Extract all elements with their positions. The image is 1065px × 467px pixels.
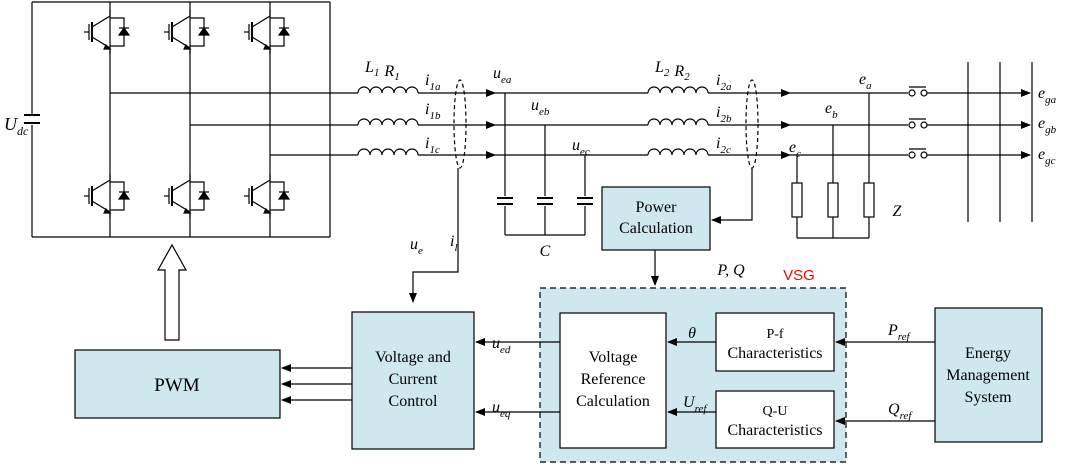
label-ue: ue: [410, 236, 423, 257]
label-ueq: ueq: [492, 399, 511, 420]
pwm-label: PWM: [154, 375, 200, 396]
label-i1c: i1c: [425, 135, 440, 156]
label-egb: egb: [1038, 115, 1057, 136]
label-ued: ued: [492, 335, 511, 356]
igbt-switch: [244, 174, 291, 218]
qu-line1: Q-U: [763, 404, 788, 419]
label-ec: ec: [789, 139, 801, 160]
vcc-line1: Voltage and: [375, 349, 451, 366]
label-i1a: i1a: [425, 72, 441, 93]
power-calc-line1: Power: [636, 199, 678, 216]
three-phase-lines: [357, 62, 1033, 239]
label-ega: ega: [1038, 85, 1057, 106]
pq-label: P, Q: [716, 262, 745, 279]
igbt-switch: [164, 10, 211, 54]
load-label: Z: [893, 203, 903, 220]
igbt-switch: [164, 174, 211, 218]
label-i1b: i1b: [425, 101, 441, 122]
label-i2c: i2c: [716, 135, 731, 156]
label-egc: egc: [1038, 146, 1056, 167]
inductor-l1-c: [357, 148, 419, 156]
feedback-lines: [409, 168, 753, 303]
ems-line2: Management: [946, 367, 1030, 384]
label-qref: Qref: [888, 401, 913, 422]
label-i2b: i2b: [716, 104, 732, 125]
vcc-line3: Control: [389, 393, 438, 410]
vcc-line2: Current: [389, 371, 438, 388]
control-signal-lines: [281, 338, 935, 425]
voltage-reference-block: [559, 312, 667, 449]
vref-line2: Reference: [581, 371, 646, 388]
pf-line2: Characteristics: [727, 345, 822, 362]
label-uea: uea: [493, 65, 512, 86]
igbt-switch: [244, 10, 291, 54]
vref-line3: Calculation: [576, 393, 650, 410]
inductor-l1-b: [357, 118, 419, 126]
qu-characteristics-block: [715, 390, 835, 449]
ems-line3: System: [964, 389, 1012, 406]
power-calculation-block: [601, 186, 711, 251]
ems-line1: Energy: [965, 345, 1011, 362]
energy-management-block: [934, 307, 1043, 443]
igbt-switch: [84, 10, 131, 54]
label-eb: eb: [825, 100, 838, 121]
label-il: il: [450, 233, 458, 254]
label-ueb: ueb: [531, 97, 550, 118]
igbt-switch: [84, 174, 131, 218]
qu-line2: Characteristics: [727, 422, 822, 439]
label-uref: Uref: [683, 394, 708, 415]
capacitor-label: C: [540, 243, 551, 260]
vref-line1: Voltage: [589, 349, 638, 366]
pf-characteristics-block: [715, 312, 835, 372]
inverter-bridge: [24, 1, 358, 238]
igbt-switches: [84, 10, 291, 218]
inductor-l1-a: [357, 86, 419, 94]
power-calc-line2: Calculation: [619, 220, 693, 237]
theta-label: θ: [688, 325, 696, 342]
pwm-gate-arrow: [156, 243, 188, 341]
label-udc: Udc: [4, 114, 29, 138]
pf-line1: P-f: [766, 327, 783, 342]
inductor-l2-b: [647, 118, 709, 126]
vsg-label: VSG: [783, 267, 815, 284]
label-pref: Pref: [887, 322, 912, 343]
label-uec: uec: [572, 137, 590, 158]
pwm-block: [74, 349, 281, 419]
voltage-current-control-block: [351, 311, 475, 450]
inductor-l2-a: [647, 86, 709, 94]
current-sensor-1: [453, 79, 467, 169]
label-ea: ea: [859, 71, 872, 92]
label-i2a: i2a: [716, 72, 732, 93]
